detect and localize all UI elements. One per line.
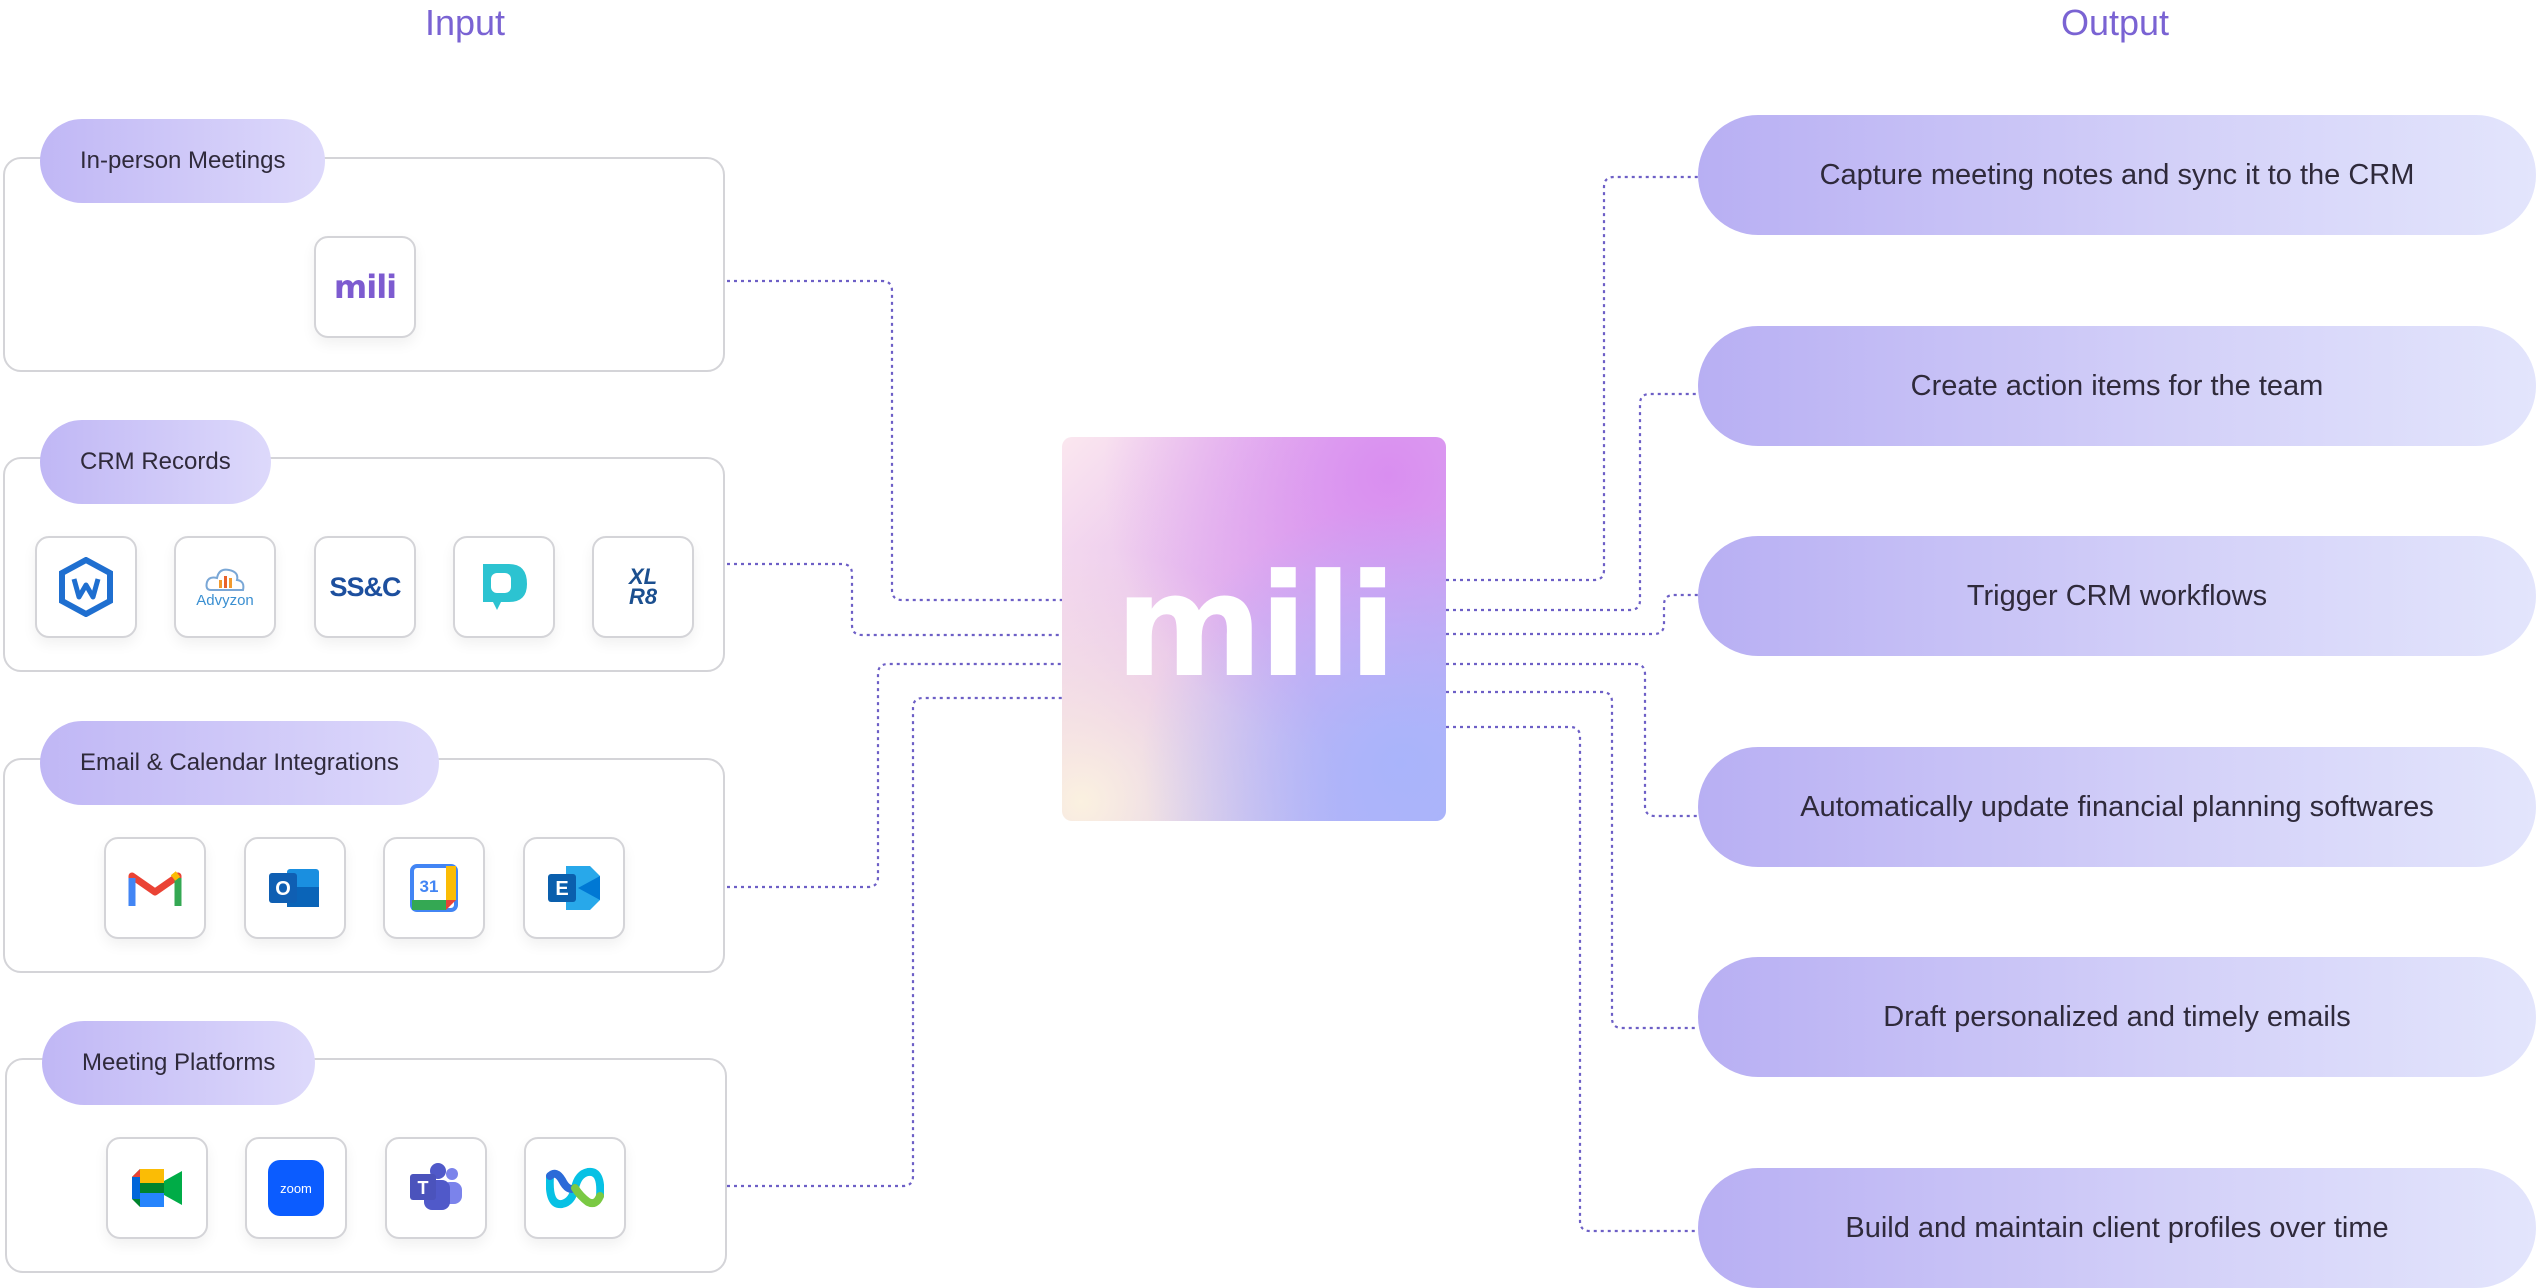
teams-tile: T [385,1137,487,1239]
xlr8-icon: XL R8 [628,564,658,609]
google-meet-icon [132,1169,182,1207]
svg-text:E: E [555,878,568,900]
output-pill-6: Build and maintain client profiles over … [1698,1168,2536,1288]
connector-email [727,662,1062,889]
connector-out-4 [1446,662,1698,818]
google-calendar-tile: 31 [383,837,485,939]
email-calendar-label: Email & Calendar Integrations [40,721,439,805]
connector-crm [727,562,1062,637]
outlook-tile: O [244,837,346,939]
connector-meeting [727,696,1062,1188]
webex-icon [546,1167,604,1209]
exchange-icon: E [548,866,600,910]
zoom-tile: zoom [245,1137,347,1239]
svg-text:O: O [275,878,291,900]
google-meet-tile [106,1137,208,1239]
mili-center-card: mili [1062,437,1446,821]
connector-out-5 [1446,690,1698,1030]
mili-tile: mili [314,236,416,338]
output-pill-4: Automatically update financial planning … [1698,747,2536,867]
xlr8-tile: XL R8 [592,536,694,638]
connector-out-1 [1446,175,1698,582]
svg-text:31: 31 [420,877,439,896]
wealthbox-tile [35,536,137,638]
teams-icon: T [410,1163,462,1210]
gmail-tile [104,837,206,939]
output-pill-3: Trigger CRM workflows [1698,536,2536,656]
ssc-icon: SS&C [329,571,401,602]
webex-tile [524,1137,626,1239]
outlook-icon: O [269,869,319,907]
connector-out-3 [1446,593,1698,636]
connector-out-2 [1446,392,1698,612]
redtail-icon [483,564,527,610]
zoom-icon: zoom [268,1160,324,1216]
output-pill-5: Draft personalized and timely emails [1698,957,2536,1077]
mili-center-logo: mili [1115,543,1397,709]
connector-in-person [727,279,1062,602]
output-pill-2: Create action items for the team [1698,326,2536,446]
exchange-tile: E [523,837,625,939]
advyzon-tile: Advyzon [174,536,276,638]
input-heading: Input [424,2,506,43]
advyzon-icon [205,568,245,591]
crm-records-label: CRM Records [40,420,271,504]
mili-logo-icon: mili [333,268,397,306]
svg-text:T: T [418,1178,429,1198]
redtail-tile [453,536,555,638]
wealthbox-icon [59,557,113,617]
gmail-icon [128,871,182,906]
meeting-platforms-label: Meeting Platforms [42,1021,316,1105]
output-pill-1: Capture meeting notes and sync it to the… [1698,115,2536,235]
ssc-tile: SS&C [314,536,416,638]
output-heading: Output [2060,2,2170,43]
in-person-meetings-label: In-person Meetings [40,119,326,203]
connector-out-6 [1446,725,1698,1233]
google-calendar-icon: 31 [410,864,458,912]
